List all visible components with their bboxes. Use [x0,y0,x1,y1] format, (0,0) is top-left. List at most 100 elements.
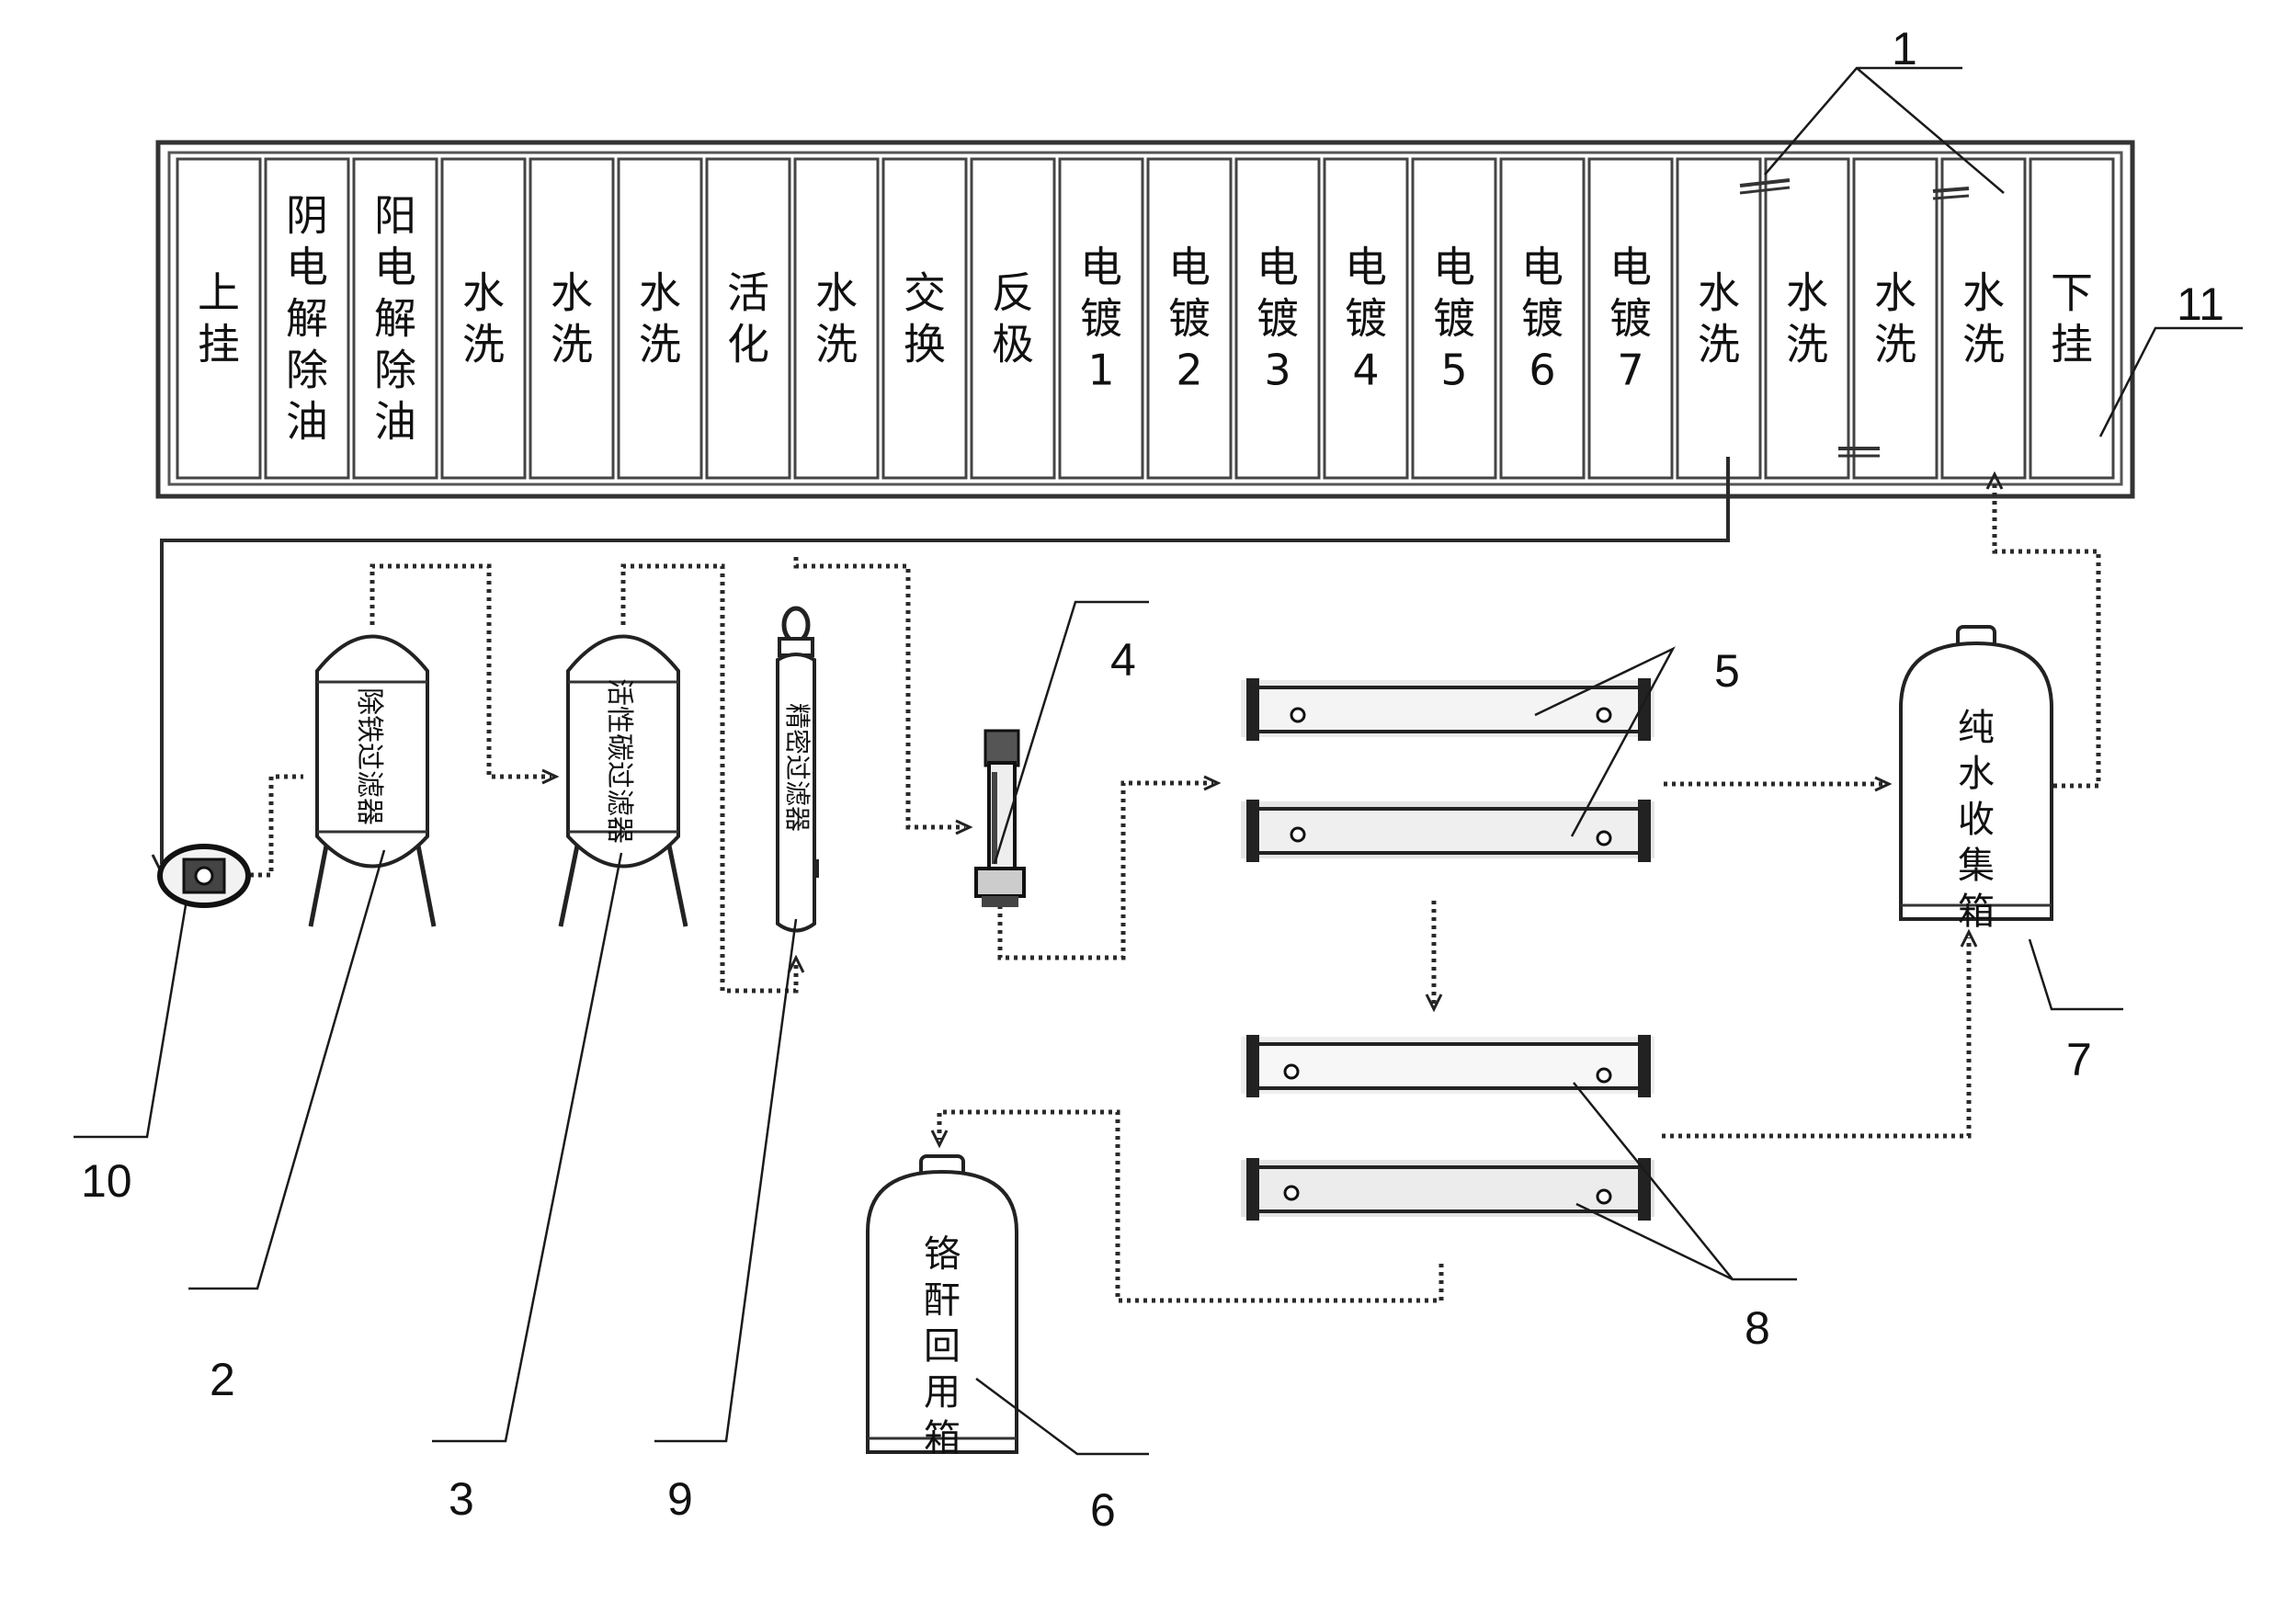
pipe-rinse-outlet [160,457,1730,864]
tank-label: 阴电解除油 [286,191,328,447]
tank-cell: 水洗 [793,157,880,480]
callout-9: 9 [667,1473,693,1525]
tank-marker [1739,178,1791,187]
iron-removal-filter: 除铁过滤器 [308,634,437,927]
tank-cell: 水洗 [1676,157,1762,480]
arrow-right [955,819,973,835]
ro-membrane [1241,1158,1654,1221]
callout-10: 10 [81,1155,132,1207]
feed-pump [157,844,251,908]
arrow-right [1874,776,1893,792]
tank-label: 水洗 [462,268,505,369]
tank-label: 阳电解除油 [374,191,416,447]
arrow-up [1985,471,2004,490]
pipe-precision-to-pump [793,557,965,830]
carbon-filter-label: 活性碳过滤器 [603,678,635,844]
pipe-pump-to-membrane [997,780,1213,960]
ro-membrane-group-5 [1241,678,1654,862]
tank-label: 水洗 [551,268,593,369]
tank-marker [1932,194,1970,200]
tank-cell: 水洗 [440,157,527,480]
callout-7: 7 [2066,1034,2092,1085]
tank-marker [1739,186,1791,195]
tank-cell: 水洗 [1764,157,1850,480]
tank-cell: 下挂 [2029,157,2115,480]
pipe-membrane8-to-pure [1662,937,1972,1139]
callout-4: 4 [1110,634,1136,686]
callout-3: 3 [449,1473,474,1525]
arrow-down [930,1130,949,1149]
callout-8: 8 [1745,1302,1770,1354]
tank-cell: 阴电解除油 [264,157,350,480]
tank-label: 反极 [992,268,1034,369]
callout-11: 11 [2177,278,2224,330]
tank-label: 上挂 [198,268,240,369]
pipe-membrane8-to-chrome [937,1109,1444,1303]
callout-5: 5 [1714,645,1740,697]
pure-water-tank-label: 纯水收集箱 [1958,707,1995,933]
tank-label: 水洗 [1874,268,1916,369]
tank-marker [1932,187,1970,193]
tank-label: 水洗 [1962,268,2005,369]
tank-label: 水洗 [1698,268,1740,369]
precision-filter-label: 精密过滤器 [782,703,813,832]
ro-membrane [1241,800,1654,862]
arrow-up [787,954,805,973]
tank-cell: 水洗 [1940,157,2027,480]
tank-cell: 活化 [705,157,791,480]
tank-label: 水洗 [815,268,858,369]
arrow-up [1960,928,1978,948]
callout-numbers: 1 11 10 2 3 9 4 5 8 7 6 [81,23,2224,1536]
tank-label: 水洗 [1786,268,1828,369]
pipe-pump-to-iron-filter [250,774,303,878]
tank-cell: 反极 [970,157,1056,480]
tank-label: 活化 [727,268,769,369]
tank-label: 下挂 [2051,268,2093,369]
callout-1: 1 [1892,23,1917,74]
callout-2: 2 [210,1354,235,1405]
high-pressure-pump [974,729,1026,907]
tank-cell: 水洗 [529,157,615,480]
piping [151,457,2101,1303]
ro-membrane-group-8 [1241,1035,1654,1221]
iron-filter-label: 除铁过滤器 [353,687,385,825]
callout-leaders [74,66,2243,1456]
tank-cell: 水洗 [617,157,703,480]
arrow-down [1425,994,1443,1013]
precision-filter: 精密过滤器 [776,606,819,933]
tank-cell: 水洗 [1852,157,1939,480]
arrow-right [1203,775,1222,791]
pure-water-tank: 纯水收集箱 [1899,625,2053,933]
arrow-right [541,768,560,785]
pipe-pure-to-rinse [1992,480,2101,789]
tank-line-inner-frame [167,151,2123,486]
activated-carbon-filter: 活性碳过滤器 [558,634,688,927]
pipe-iron-to-carbon [370,563,551,779]
ro-membrane [1241,1035,1654,1097]
tank-cell: 上挂 [176,157,262,480]
callout-6: 6 [1090,1484,1116,1536]
chrome-recovery-tank: 铬酐回用箱 [866,1154,1018,1459]
tank-cell: 阳电解除油 [352,157,438,480]
tank-label: 交换 [904,268,946,369]
tank-label: 水洗 [639,268,681,369]
tank-cell: 交换 [881,157,968,480]
chrome-recovery-tank-label: 铬酐回用箱 [924,1233,961,1459]
